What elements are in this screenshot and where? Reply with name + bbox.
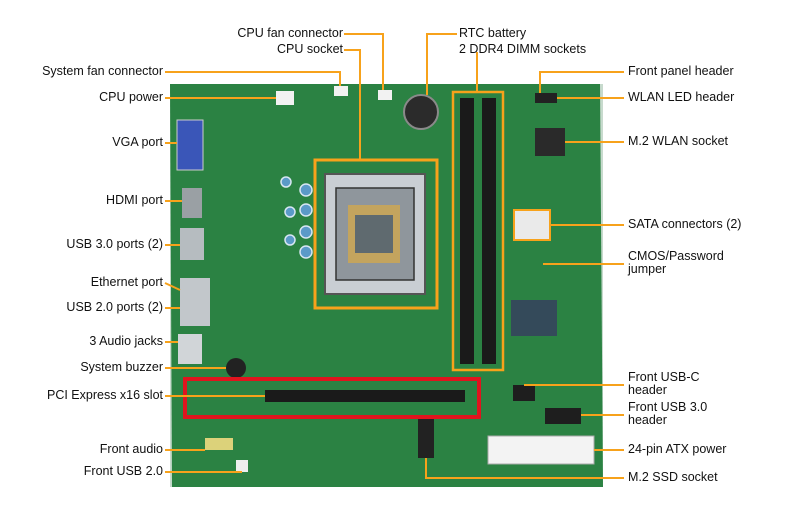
sata-connectors-body — [513, 209, 551, 241]
label-rtc-battery: RTC battery — [459, 26, 527, 40]
label-vga-port: VGA port — [112, 135, 163, 149]
m2-wlan-socket-body — [535, 128, 565, 156]
leader-m2-ssd — [425, 458, 624, 479]
vga-connector — [176, 119, 204, 171]
label-usb20-ports: USB 2.0 ports (2) — [66, 300, 163, 314]
chipset — [511, 300, 557, 336]
cpu-socket — [313, 158, 439, 310]
atx-connector — [487, 435, 595, 465]
label-system-fan-connector: System fan connector — [42, 64, 163, 78]
label-front-usb20: Front USB 2.0 — [83, 464, 163, 478]
system-buzzer — [226, 358, 246, 378]
label-front-usb30-line1: Front USB 3.0 — [628, 400, 708, 414]
label-ethernet-port: Ethernet port — [90, 275, 163, 289]
label-front-usb30-line2: header — [628, 413, 667, 427]
system-fan-connector-body — [334, 86, 348, 96]
label-cpu-power: CPU power — [99, 90, 163, 104]
ethernet-usb20-connector — [180, 278, 210, 326]
label-pcie-x16-slot: PCI Express x16 slot — [46, 388, 163, 402]
label-cpu-socket: CPU socket — [277, 42, 343, 56]
leader-rtc — [426, 33, 457, 95]
leader-lines — [164, 33, 624, 479]
usb30-connector — [180, 228, 204, 260]
hdmi-connector — [182, 188, 202, 218]
label-usb30-ports: USB 3.0 ports (2) — [66, 237, 163, 251]
label-system-buzzer: System buzzer — [80, 360, 163, 374]
label-m2-wlan-socket: M.2 WLAN socket — [628, 134, 729, 148]
cpu-power-connector — [276, 91, 294, 105]
label-hdmi-port: HDMI port — [106, 193, 163, 207]
label-ddr4-dimm-sockets: 2 DDR4 DIMM sockets — [459, 42, 587, 56]
label-cmos-password-line1: CMOS/Password — [628, 249, 724, 263]
label-cpu-fan-connector: CPU fan connector — [237, 26, 343, 40]
front-usb2-header-body — [236, 460, 248, 472]
leader-cpu-fan — [344, 33, 384, 90]
audio-jacks-connector — [178, 334, 202, 364]
label-audio-jacks: 3 Audio jacks — [89, 334, 163, 348]
label-sata-connectors: SATA connectors (2) — [628, 217, 742, 231]
capacitors — [280, 176, 313, 259]
label-m2-ssd-socket: M.2 SSD socket — [628, 470, 718, 484]
leader-front-panel — [539, 71, 624, 93]
dimm-sockets — [451, 90, 505, 372]
label-front-usbc-line1: Front USB-C — [628, 370, 700, 384]
label-atx-power: 24-pin ATX power — [628, 442, 727, 456]
label-front-usbc-line2: header — [628, 383, 667, 397]
pcie-highlight-box — [183, 377, 481, 419]
m2-ssd-socket-body — [418, 418, 434, 458]
front-panel-header-body — [535, 93, 557, 103]
label-cmos-password-line2: jumper — [628, 262, 667, 276]
leader-ethernet — [164, 282, 181, 291]
leader-sys-fan — [165, 71, 341, 86]
rtc-battery — [403, 94, 439, 130]
front-usb3-header-body — [545, 408, 581, 424]
leader-cpu-socket — [344, 49, 361, 160]
cpu-fan-connector-body — [378, 90, 392, 100]
front-audio-header-body — [205, 438, 233, 450]
pcie-slot — [265, 390, 465, 402]
front-usbc-header-body — [513, 385, 535, 401]
label-front-audio: Front audio — [99, 442, 163, 456]
label-front-panel-header: Front panel header — [628, 64, 734, 78]
label-wlan-led-header: WLAN LED header — [628, 90, 735, 104]
